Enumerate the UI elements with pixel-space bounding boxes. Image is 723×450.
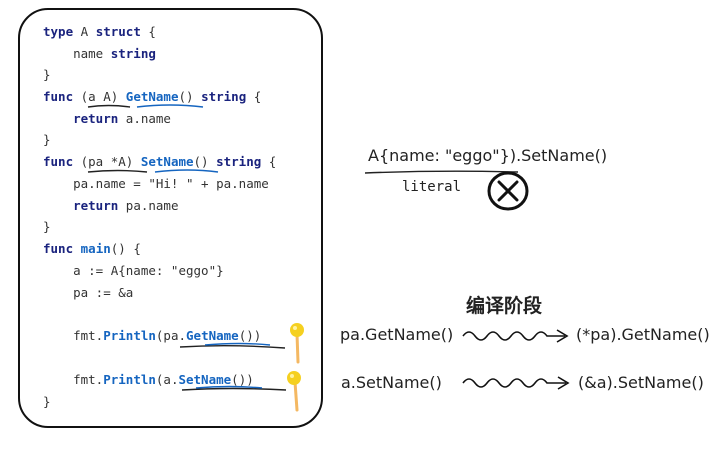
code-line: } [43,394,51,409]
literal-expression: A{name: "eggo"}).SetName() [368,146,608,165]
code-line: } [43,219,51,234]
cross-circle-icon [487,171,529,211]
underline-literal [364,170,519,174]
code-line: return a.name [73,111,171,126]
code-line: fmt.Println(a.SetName()) [43,372,254,387]
code-line: name string [43,46,156,61]
code-line: } [43,67,51,82]
compile-stage-title: 编译阶段 [466,295,543,317]
code-line: return pa.name [73,198,179,213]
code-card [18,8,323,428]
code-line: pa := &a [43,285,134,300]
compile-to-1: (*pa).GetName() [576,325,710,344]
compile-from-1: pa.GetName() [340,325,454,344]
literal-label: literal [402,179,462,195]
compile-from-2: a.SetName() [341,373,442,392]
code-line: a := A{name: "eggo"} [43,263,224,278]
code-line: type A struct { [43,24,156,39]
code-line: fmt.Println(pa.GetName()) [43,328,262,343]
wavy-arrow-icon [462,329,569,343]
code-line: func main() { [43,241,141,256]
code-line: } [43,132,51,147]
code-line: func (pa *A) SetName() string { [43,154,277,169]
wavy-arrow-icon [462,376,570,390]
code-line: pa.name = "Hi! " + pa.name [43,176,269,191]
compile-to-2: (&a).SetName() [578,373,704,392]
code-line: func (a A) GetName() string { [43,89,262,104]
